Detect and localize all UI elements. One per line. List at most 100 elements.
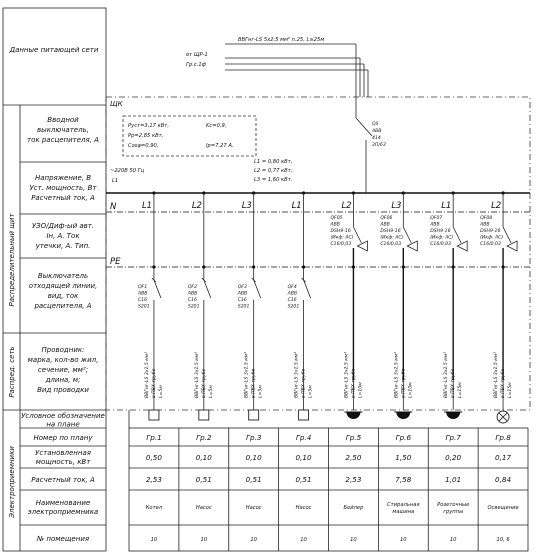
breaker-switch bbox=[153, 279, 162, 299]
feed-network-label: Данные питающей сети bbox=[9, 46, 99, 54]
rcd-spec: DSH9-16 bbox=[380, 228, 400, 234]
phase-label: L2 bbox=[341, 201, 351, 211]
symbol-label-line: на плане bbox=[46, 421, 79, 429]
receiver-name: Насос bbox=[196, 505, 212, 511]
group-current: 1,01 bbox=[445, 475, 461, 484]
phase-label: L1 bbox=[142, 201, 152, 211]
input-switch-label-line: ток расцепителя, А bbox=[27, 136, 99, 144]
length-spec: L=15м bbox=[507, 382, 513, 398]
length-spec: L=10м bbox=[357, 382, 363, 398]
breaker-contact bbox=[201, 277, 207, 283]
rcd-spec: QF08 bbox=[480, 215, 492, 221]
breaker-spec: QF1 bbox=[138, 284, 147, 290]
pe-junction bbox=[501, 265, 505, 269]
phase-label: L1 bbox=[441, 201, 451, 211]
rcd-spec: С16/0,03 bbox=[430, 241, 451, 247]
panel-label: ЩК bbox=[110, 100, 124, 108]
pe-junction bbox=[351, 265, 356, 269]
phase-label: L2 bbox=[192, 201, 202, 211]
length-spec: L=15м bbox=[457, 382, 463, 398]
rcd-symbol bbox=[356, 240, 368, 252]
breaker-spec: ABB bbox=[287, 291, 297, 297]
group-current: 7,58 bbox=[395, 475, 411, 484]
breaker-spec: ABB bbox=[237, 291, 247, 297]
conductor-label-line: марка, кол-во жил, bbox=[28, 356, 99, 364]
phase-label: L1 bbox=[292, 201, 302, 211]
group-number: Гр.2 bbox=[196, 433, 212, 442]
feed-group: Гр.с.1ф bbox=[186, 62, 207, 68]
breaker-spec: C16 bbox=[288, 297, 297, 303]
group-number: Гр.8 bbox=[495, 433, 511, 442]
socket-symbol bbox=[396, 412, 411, 420]
rcd-spec: (Икф: АС) bbox=[380, 235, 403, 241]
phase-label: L3 bbox=[391, 201, 401, 211]
group-current: 0,84 bbox=[495, 475, 511, 484]
calc-p-install: Руст=3,17 кВт, bbox=[128, 123, 169, 129]
panel-boundary bbox=[105, 96, 531, 411]
rcd-spec: DSH9-16 bbox=[330, 228, 350, 234]
room-number: 10, 6 bbox=[496, 537, 510, 543]
pe-junction bbox=[152, 265, 156, 269]
rcd-spec: ABB bbox=[479, 222, 489, 228]
feed-lines bbox=[225, 43, 373, 193]
rcd-symbol bbox=[506, 240, 518, 252]
calc-cos: Cosφ=0,90, bbox=[128, 143, 158, 149]
equipment-symbol bbox=[198, 409, 210, 421]
room-number: 10 bbox=[250, 537, 257, 543]
pe-junction bbox=[451, 265, 455, 269]
equipment-symbol bbox=[298, 409, 310, 421]
equipment-symbol bbox=[148, 409, 160, 421]
cable-spec: ВВГнг-LS 3х1,5 мм² bbox=[194, 352, 200, 398]
receiver-name: Стиральная bbox=[387, 502, 420, 508]
calc-ir: Iр=7,27 А. bbox=[206, 143, 234, 149]
equipment-symbol bbox=[248, 409, 260, 421]
breaker-switch bbox=[203, 279, 212, 299]
conductor-label-line: сечение, мм²; bbox=[38, 366, 88, 374]
group-power: 0,10 bbox=[296, 453, 312, 462]
breaker-contact bbox=[151, 277, 157, 283]
receiver-name: Освещение bbox=[487, 505, 518, 511]
receiver-name: группы bbox=[443, 509, 463, 515]
plan-number-label: Номер по плану bbox=[34, 434, 94, 442]
installed-power-label-line: мощность, кВт bbox=[36, 458, 92, 466]
group-current: 0,51 bbox=[296, 475, 312, 484]
rcd-spec: QF07 bbox=[430, 215, 442, 221]
calc-box bbox=[122, 115, 257, 157]
cable-spec: ВВГнг-LS 3х1,5 мм² bbox=[493, 352, 499, 398]
socket-symbol bbox=[446, 412, 461, 420]
feed-cable: ВВГнг-LS 5х2,5 мм² n.25, L≥25м bbox=[238, 37, 324, 43]
outgoing-switch-label-line: отходящей линии, bbox=[29, 282, 97, 290]
group-power: 0,10 bbox=[246, 453, 262, 462]
rcd-spec: (Икф: АС) bbox=[330, 235, 353, 241]
pe-junction bbox=[252, 265, 256, 269]
group-power: 1,50 bbox=[395, 453, 411, 462]
rcd-spec: ABB bbox=[429, 222, 439, 228]
breaker-spec: S201 bbox=[138, 304, 150, 310]
length-spec: L=5м bbox=[308, 385, 314, 398]
cable-spec: ВВГнг-LS 3х2,5 мм² bbox=[393, 352, 399, 398]
breaker-spec: QF2 bbox=[188, 284, 197, 290]
socket-symbol bbox=[346, 412, 361, 420]
voltage-power-label-line: Расчетный ток, А bbox=[31, 194, 95, 202]
room-number: 10 bbox=[350, 537, 357, 543]
breaker-spec: QF3 bbox=[238, 284, 247, 290]
pe-junction bbox=[202, 265, 206, 269]
breaker-spec: C16 bbox=[188, 297, 197, 303]
voltage-power-label-line: Уст. мощность, Вт bbox=[29, 184, 97, 192]
main-breaker-spec: ABB bbox=[371, 128, 381, 134]
pe-junction bbox=[301, 265, 306, 269]
symbol-label-line: Условное обозначение bbox=[21, 412, 105, 420]
breaker-switch bbox=[253, 279, 262, 299]
receiver-name-label-line: Наименование bbox=[36, 499, 90, 507]
receiver-name: Насос bbox=[296, 505, 312, 511]
phase-label: L2 bbox=[491, 201, 501, 211]
voltage-power-label-line: Напряжение, В bbox=[35, 174, 91, 182]
room-number: 10 bbox=[450, 537, 457, 543]
